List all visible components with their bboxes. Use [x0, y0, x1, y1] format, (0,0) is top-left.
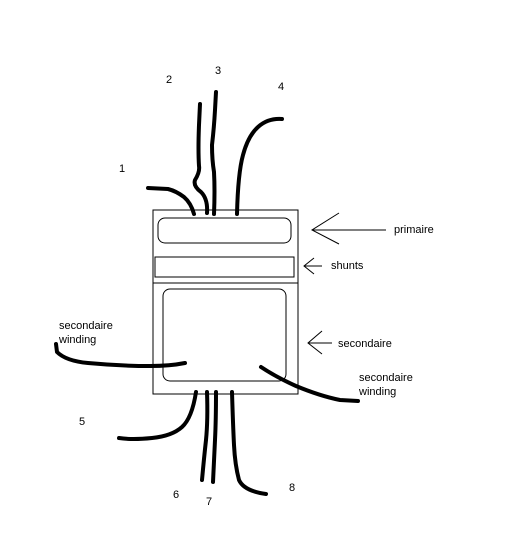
right-winding-label-line2: winding: [358, 386, 396, 398]
terminal-label-1: 1: [119, 163, 125, 175]
terminal-label-5: 5: [79, 416, 85, 428]
left-winding-label-line2: winding: [58, 334, 96, 346]
wire-5: [117, 390, 198, 441]
arrow-secondaire: [307, 330, 332, 355]
secondaire-label: secondaire: [338, 338, 392, 350]
terminal-label-6: 6: [173, 489, 179, 501]
primaire-label: primaire: [394, 224, 434, 236]
terminal-label-4: 4: [278, 81, 284, 93]
secondary-winding-box: [162, 288, 287, 382]
shunt-box: [154, 256, 295, 278]
primary-winding-box: [157, 217, 292, 244]
wire-8: [230, 390, 268, 496]
arrow-shunts: [303, 257, 322, 275]
wire-4: [235, 116, 284, 216]
right-winding-label-line1: secondaire: [359, 372, 413, 384]
winding-lead-left: [54, 342, 187, 368]
shunts-label: shunts: [331, 260, 364, 272]
terminal-label-3: 3: [215, 65, 221, 77]
terminal-label-2: 2: [166, 74, 172, 86]
left-winding-label-line1: secondaire: [59, 320, 113, 332]
wire-3: [210, 90, 218, 216]
wire-1: [146, 186, 196, 216]
transformer-outer-frame: [152, 209, 299, 395]
wire-2: [192, 102, 210, 215]
wire-6: [200, 390, 210, 482]
arrow-primaire: [310, 212, 386, 245]
wire-7: [211, 390, 218, 484]
winding-lead-right: [259, 365, 360, 403]
terminal-label-8: 8: [289, 482, 295, 494]
terminal-label-7: 7: [206, 496, 212, 508]
